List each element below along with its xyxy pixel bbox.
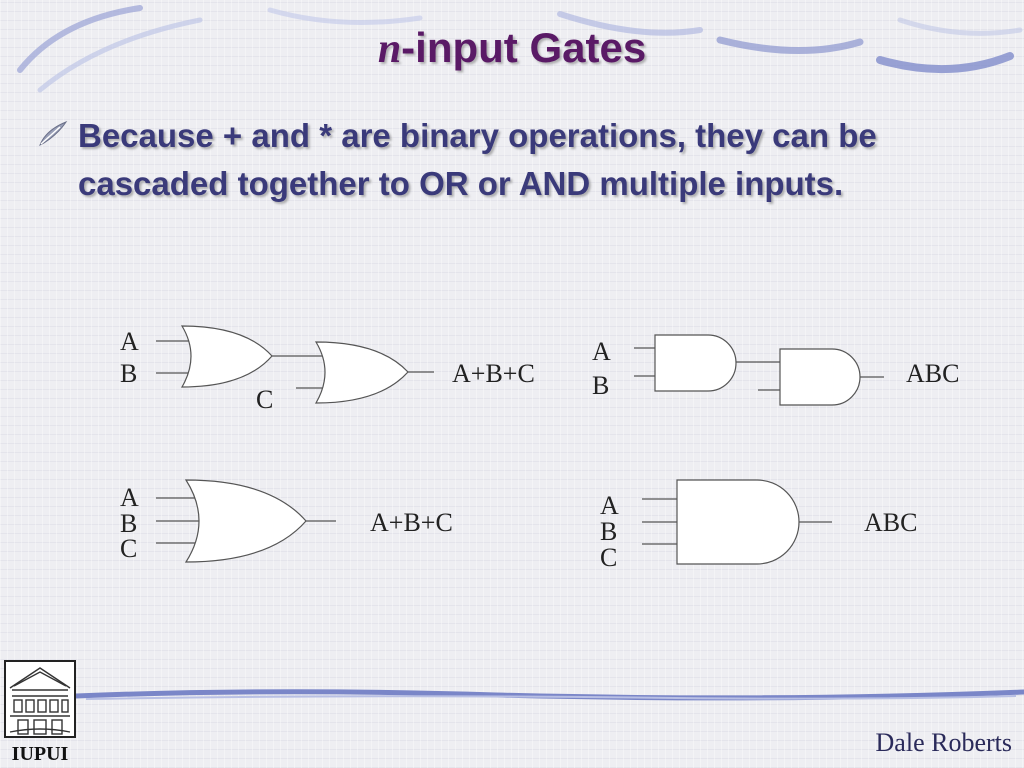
label-b-2: B xyxy=(592,371,609,400)
three-input-and-gate xyxy=(642,479,832,565)
label-b-1: B xyxy=(120,359,137,388)
header-swoosh-decoration xyxy=(17,5,1023,93)
output-or-3input: A+B+C xyxy=(370,508,453,537)
cascaded-and-gates xyxy=(634,334,884,406)
cascaded-or-gates xyxy=(156,325,434,404)
title-n: n xyxy=(377,26,402,72)
label-c-1: C xyxy=(256,385,273,414)
label-a-2: A xyxy=(592,337,611,366)
footer-divider xyxy=(76,689,1024,701)
title-rest: -input Gates xyxy=(401,24,647,71)
bullet-text: Because + and * are binary operations, t… xyxy=(78,117,877,202)
slide-title: n-input Gates xyxy=(0,24,1024,73)
label-a-1: A xyxy=(120,327,139,356)
label-c-3: C xyxy=(120,534,137,563)
author-name: Dale Roberts xyxy=(875,728,1012,757)
logo-text: IUPUI xyxy=(12,743,69,765)
three-input-or-gate xyxy=(156,479,336,563)
iupui-logo: IUPUI xyxy=(4,660,76,765)
or-gate-3 xyxy=(184,479,307,563)
label-b-3: B xyxy=(120,509,137,538)
output-and-cascade: ABC xyxy=(906,359,959,388)
feather-bullet-icon xyxy=(39,120,68,147)
or-gate-1 xyxy=(180,325,273,388)
output-or-cascade: A+B+C xyxy=(452,359,535,388)
output-and-3input: ABC xyxy=(864,508,917,537)
label-a-3: A xyxy=(120,483,139,512)
and-gate-3 xyxy=(676,479,800,565)
label-c-4: C xyxy=(600,543,617,572)
and-gate-1 xyxy=(654,334,737,392)
label-a-4: A xyxy=(600,491,619,520)
and-gate-2 xyxy=(779,348,861,406)
or-gate-2 xyxy=(314,341,409,404)
label-b-4: B xyxy=(600,517,617,546)
